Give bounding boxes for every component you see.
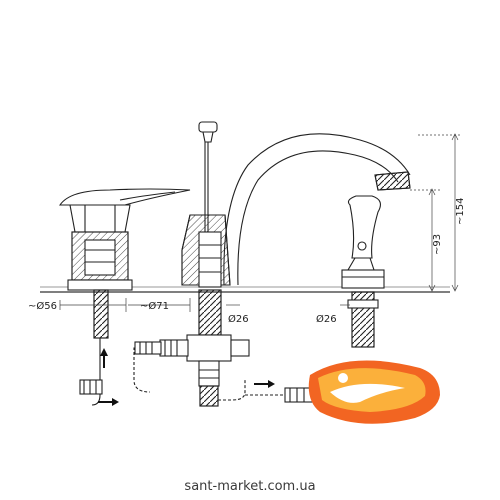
brand-swoosh-logo xyxy=(308,360,440,424)
hand-shower-assembly xyxy=(341,195,385,348)
center-body-assembly xyxy=(133,121,411,407)
mixer-handle-assembly xyxy=(58,188,191,406)
dim-mid-diameter: ~Ø71 xyxy=(140,300,169,312)
hose-right xyxy=(245,387,314,403)
dim-height-total: ~154 xyxy=(455,198,466,225)
dim-right-diameter: Ø26 xyxy=(316,313,337,325)
dim-height-spout: ~93 xyxy=(432,234,443,255)
flow-arrow-up xyxy=(100,348,108,368)
inlet-connector xyxy=(134,341,162,355)
flow-arrow-left xyxy=(98,398,119,406)
flow-arrow-right xyxy=(254,380,275,388)
watermark: sant-market.com.ua xyxy=(184,479,316,494)
dim-center-diameter: Ø26 xyxy=(228,313,249,325)
dim-left-diameter: ~Ø56 xyxy=(28,300,57,312)
dimension-lines xyxy=(59,133,460,312)
